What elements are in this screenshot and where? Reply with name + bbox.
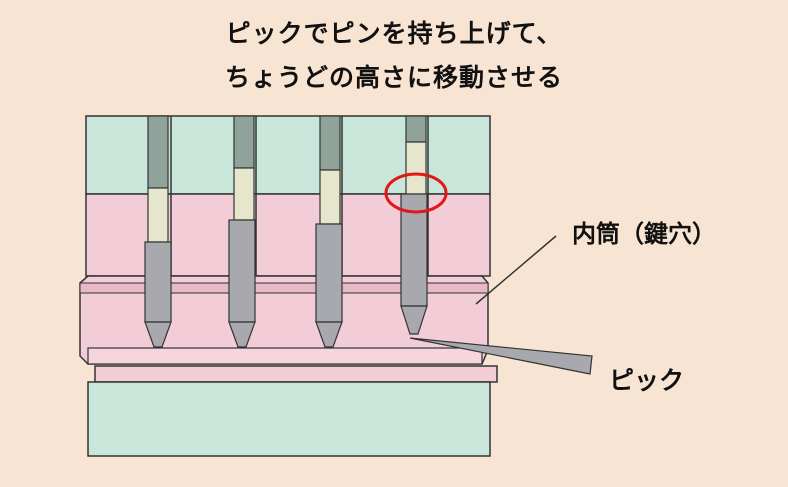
driver-pin (233, 115, 255, 169)
gap-segment (233, 167, 255, 221)
key-pin (228, 219, 256, 323)
pin-stack-3 (315, 115, 343, 348)
shear-line-highlight-circle (384, 172, 448, 214)
key-pin (315, 223, 343, 323)
plug-shear-band (79, 282, 489, 294)
gap-segment (147, 187, 169, 243)
pin-stack-1 (144, 115, 172, 348)
pick-tool (409, 337, 593, 375)
housing-upper (85, 115, 491, 195)
key-pin-tip (144, 321, 172, 348)
lower-plate (94, 365, 498, 383)
plug-leader-line (475, 235, 557, 305)
keyway-strip (87, 347, 483, 365)
key-pin (144, 241, 172, 323)
housing-base (87, 381, 491, 457)
key-pin-tip (400, 305, 428, 335)
driver-pin (147, 115, 169, 189)
heading-line-2: ちょうどの高さに移動させる (224, 63, 563, 92)
gap-segment (405, 141, 427, 195)
pin-stack-2 (228, 115, 256, 348)
key-pin-tip (315, 321, 343, 348)
heading-line-1: ピックでピンを持ち上げて、 (225, 19, 563, 48)
driver-pin (405, 115, 427, 143)
gap-segment (319, 169, 341, 225)
driver-pin (319, 115, 341, 171)
plug-label: 内筒（鍵穴） (572, 220, 716, 248)
key-pin-tip (228, 321, 256, 348)
pick-label: ピック (609, 366, 685, 395)
